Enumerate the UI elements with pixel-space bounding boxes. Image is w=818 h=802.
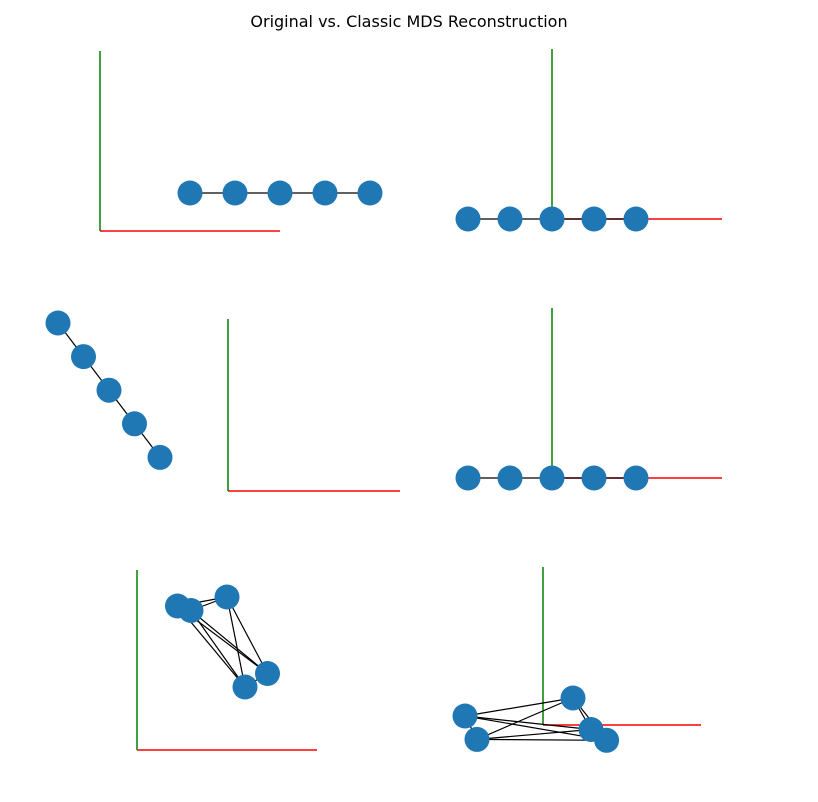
panel-middle-left [45, 310, 400, 492]
graph-node [539, 206, 565, 232]
graph-node [214, 584, 240, 610]
graph-node [623, 206, 649, 232]
graph-node [581, 465, 607, 491]
graph-node [497, 465, 523, 491]
graph-edge [476, 728, 592, 740]
graph-node [45, 310, 71, 336]
graph-edge [476, 697, 574, 740]
graph-node [455, 465, 481, 491]
graph-node [539, 465, 565, 491]
graph-node [455, 206, 481, 232]
graph-edge [226, 596, 269, 674]
graph-node [464, 726, 490, 752]
graph-node [71, 344, 96, 370]
panel-top-right [455, 49, 722, 232]
graph-node [222, 180, 248, 206]
graph-edge [226, 596, 246, 688]
graph-node [452, 703, 478, 729]
graph-node [357, 180, 383, 206]
panel-top-left [99, 51, 383, 232]
panel-bottom-right [452, 567, 701, 753]
graph-node [96, 377, 122, 403]
graph-edge [464, 715, 592, 731]
graph-edge [190, 610, 268, 674]
graph-node [581, 206, 607, 232]
panel-bottom-left [136, 570, 317, 751]
graph-edge [190, 610, 246, 688]
panel-middle-right [455, 308, 722, 491]
graph-node [178, 598, 204, 623]
graph-node [560, 685, 586, 711]
graph-node [147, 444, 173, 470]
graph-node [255, 661, 280, 686]
graph-node [497, 206, 523, 232]
graph-node [623, 465, 649, 491]
graph-node [312, 180, 338, 206]
figure-title: Original vs. Classic MDS Reconstruction [250, 12, 568, 31]
graph-node [594, 727, 620, 753]
graph-node [232, 674, 258, 700]
graph-edge [464, 697, 574, 717]
graph-node [122, 411, 147, 437]
graph-node [177, 180, 203, 206]
graph-node [267, 180, 293, 206]
